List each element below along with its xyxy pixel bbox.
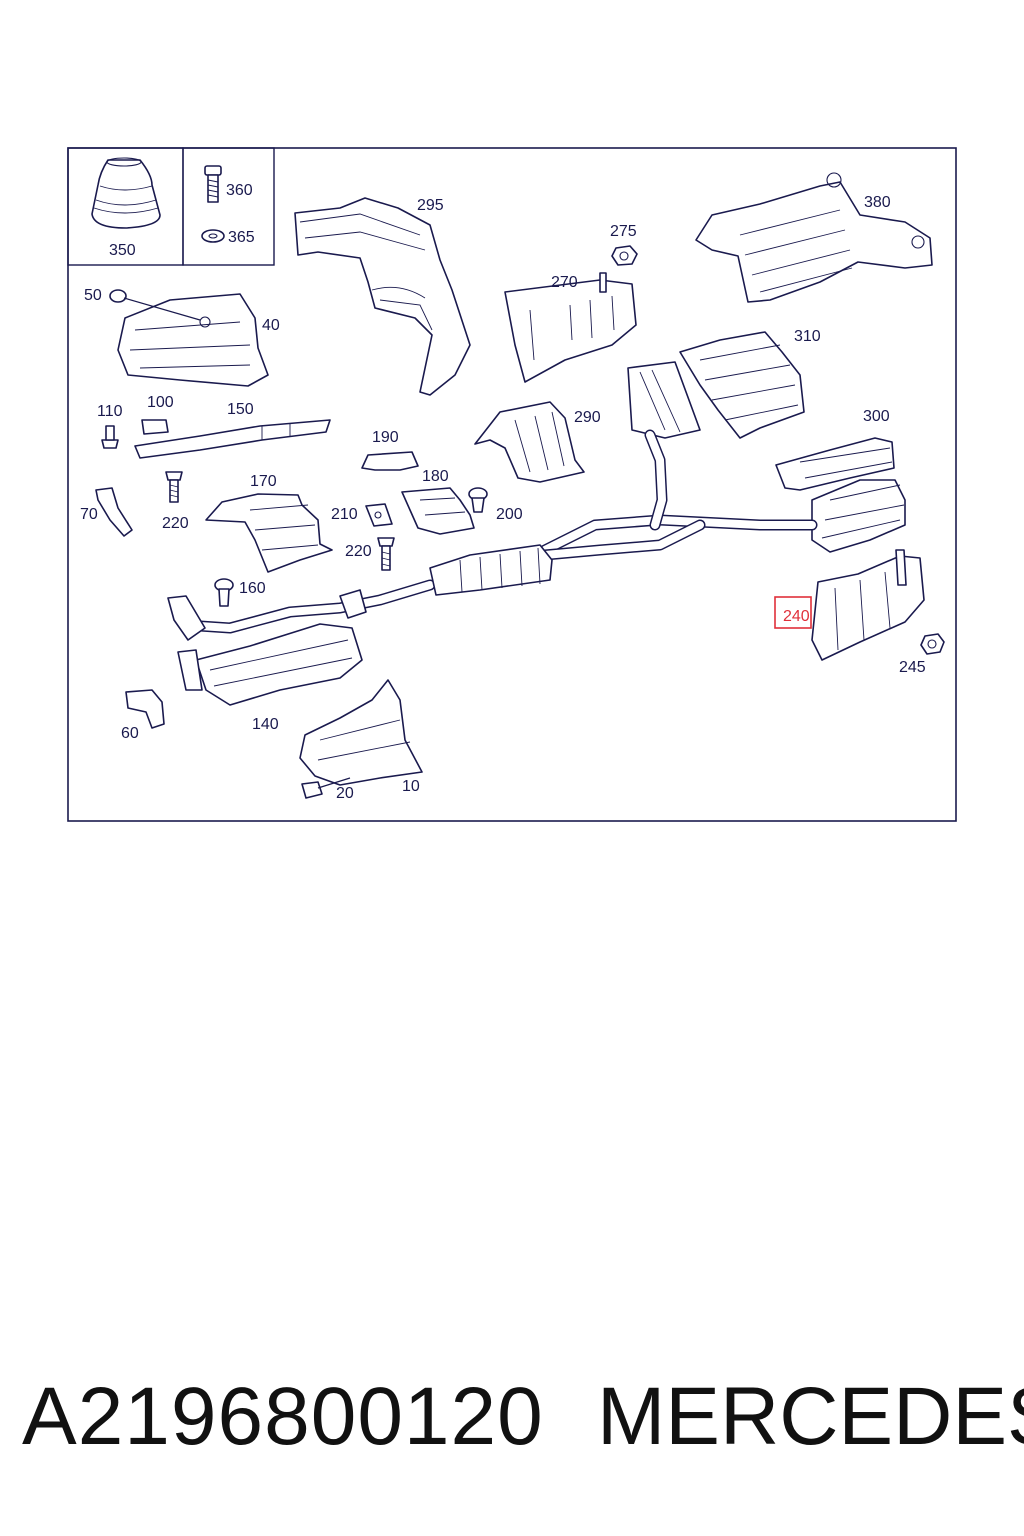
part-350-boot: [91, 157, 161, 229]
label-365: 365: [228, 229, 255, 246]
rear-muffler: [811, 479, 906, 553]
part-number: A2196800120: [22, 1371, 544, 1462]
label-200: 200: [496, 506, 523, 523]
part-290-shield: [474, 401, 585, 483]
label-10: 10: [402, 778, 420, 795]
label-350: 350: [109, 242, 136, 259]
label-275: 275: [610, 223, 637, 240]
part-20-bolt: [301, 777, 351, 799]
part-70-bracket: [95, 487, 133, 537]
label-220b: 220: [345, 543, 372, 560]
label-240: 240: [783, 608, 810, 625]
part-245-nut: [920, 633, 945, 655]
part-170-shield: [205, 493, 333, 573]
label-210: 210: [331, 506, 358, 523]
label-180: 180: [422, 468, 449, 485]
label-270: 270: [551, 274, 578, 291]
part-300-shield: [775, 437, 895, 491]
part-310-shield: [679, 331, 805, 439]
part-110-bolt: [101, 425, 119, 449]
exhaust-heat-shield-diagram: 350 360 365 295 275 270 380 50 40 310 11…: [67, 147, 957, 822]
label-190: 190: [372, 429, 399, 446]
caption: A2196800120 MERCEDES: [0, 1370, 1024, 1470]
label-160: 160: [239, 580, 266, 597]
label-245: 245: [899, 659, 926, 676]
diagram-frame: [67, 147, 957, 822]
part-150-strap: [134, 419, 331, 459]
part-240-shield: [811, 549, 925, 661]
part-220-screw-b: [377, 537, 395, 571]
label-140: 140: [252, 716, 279, 733]
label-295: 295: [417, 197, 444, 214]
part-140-shield: [177, 623, 363, 706]
label-110: 110: [97, 403, 123, 420]
label-60: 60: [121, 725, 139, 742]
part-40-shield: [117, 293, 269, 387]
part-190-clip: [361, 451, 419, 471]
part-270-shield: [504, 272, 637, 383]
label-360: 360: [226, 182, 253, 199]
front-muffler: [627, 361, 701, 439]
part-200-grommet: [468, 487, 488, 513]
label-380: 380: [864, 194, 891, 211]
label-70: 70: [80, 506, 98, 523]
label-310: 310: [794, 328, 821, 345]
label-20: 20: [336, 785, 354, 802]
part-365-washer: [201, 229, 225, 243]
part-275-nut: [611, 245, 638, 266]
exhaust-pipe-system: [179, 429, 818, 634]
part-220-screw-a: [165, 471, 183, 503]
label-220a: 220: [162, 515, 189, 532]
part-60-bracket: [125, 689, 165, 729]
label-40: 40: [262, 317, 280, 334]
label-300: 300: [863, 408, 890, 425]
part-160-clip: [214, 578, 234, 607]
part-380-shield: [695, 172, 933, 303]
part-240-highlight: [774, 596, 812, 629]
part-100-clamp: [141, 419, 169, 435]
label-170: 170: [250, 473, 277, 490]
inset-box-360: [182, 147, 275, 266]
part-180-shield: [401, 487, 475, 535]
brand-name: MERCEDES: [597, 1371, 1024, 1462]
part-labels: 350 360 365 295 275 270 380 50 40 310 11…: [80, 182, 926, 802]
part-360-bolt: [204, 165, 222, 203]
label-290: 290: [574, 409, 601, 426]
part-50-nut: [109, 289, 201, 321]
label-50: 50: [84, 287, 102, 304]
label-150: 150: [227, 401, 254, 418]
part-295-shield: [294, 197, 471, 396]
front-pipe-flange: [167, 589, 367, 641]
label-100: 100: [147, 394, 174, 411]
part-210-clip: [365, 503, 393, 527]
part-10-shield: [299, 679, 423, 786]
catalytic-converter: [429, 544, 553, 596]
